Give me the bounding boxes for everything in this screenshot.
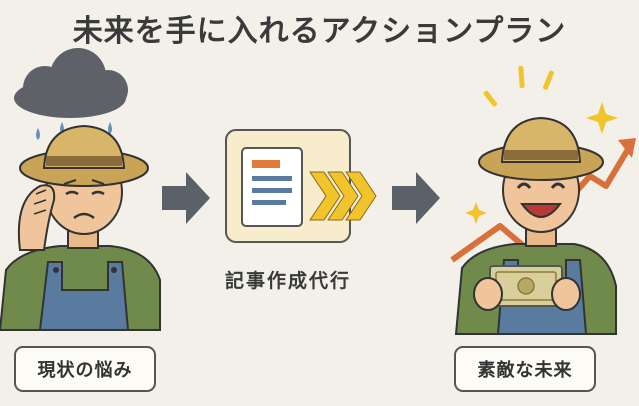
worried-farmer-icon [0, 124, 161, 331]
arrow-right-icon [162, 172, 210, 224]
arrow-right-icon-2 [392, 172, 440, 224]
happy-farmer-icon [454, 116, 617, 335]
center-caption: 記事作成代行 [224, 270, 351, 292]
right-label: 素敵な未来 [454, 346, 596, 392]
left-label: 現状の悩み [14, 346, 156, 392]
page-title: 未来を手に入れるアクションプラン [72, 14, 567, 49]
sparkle-icon [465, 65, 618, 224]
fast-forward-icon [309, 171, 377, 221]
storm-cloud-icon [14, 48, 128, 140]
